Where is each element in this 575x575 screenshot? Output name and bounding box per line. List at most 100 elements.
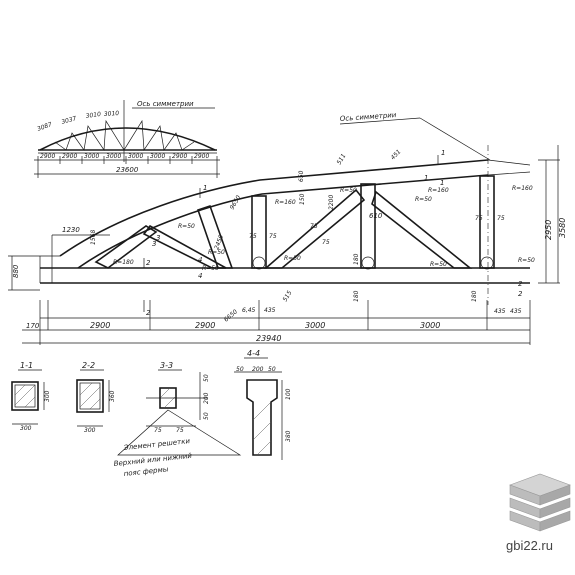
section-1-1-h: 300 [44, 390, 51, 402]
label-r180: R=180 [113, 259, 134, 266]
section-3-3-d3: 50 [203, 412, 210, 420]
label-6650: 6650 [223, 308, 239, 323]
mark-1a: 1 [203, 184, 207, 192]
mark-1d: 1 [424, 174, 428, 182]
main-height-mid: 2950 [544, 220, 553, 240]
section-3-3-note2: Верхний или нижний [113, 452, 192, 468]
section-2-2-h: 360 [109, 390, 116, 402]
brand-logo-icon [509, 473, 571, 532]
mini-dim-1: 2900 [40, 153, 55, 160]
label-150: 150 [299, 193, 306, 205]
section-markers: 1 1 2 2 1 1 2 2 4 4 3 3 [143, 149, 523, 317]
section-3-3-title: 3-3 [160, 361, 173, 370]
section-4-4-t1: 50 [236, 366, 244, 373]
label-1568: 1568 [90, 230, 97, 245]
main-dim-3: 3000 [305, 321, 325, 330]
label-r50h: R=50 [518, 257, 535, 264]
label-515: 515 [282, 289, 294, 303]
brand-site[interactable]: gbi22.ru [506, 538, 553, 553]
label-180c: 180 [471, 290, 478, 302]
mark-3b: 3 [152, 240, 156, 248]
mini-top-dim-4: 3010 [104, 110, 120, 118]
main-height-end: 880 [12, 264, 20, 278]
section-3-3-note3: пояс фермы [123, 465, 169, 478]
label-511: 511 [336, 153, 348, 166]
label-435: 435 [264, 307, 276, 314]
mini-top-dim-1: 3087 [36, 121, 53, 133]
mini-top-dim-2: 3037 [61, 115, 78, 126]
section-4-4-s2: 380 [285, 430, 292, 442]
section-3-3-d4: 75 [154, 427, 162, 434]
section-3-3-d2: 200 [203, 392, 210, 404]
main-height-left: 1230 [62, 226, 80, 234]
mark-4b: 4 [198, 272, 202, 280]
label-r50f: R=50 [284, 255, 301, 262]
label-75c: 75 [475, 215, 483, 222]
section-4-4-t2: 200 [252, 366, 264, 373]
label-r160c: R=160 [275, 199, 296, 206]
mini-dim-2: 2900 [62, 153, 77, 160]
main-truss: Ось симметрии [8, 111, 567, 345]
mark-2d: 2 [518, 290, 523, 298]
label-75e: 75 [310, 223, 318, 230]
label-650: 650 [298, 170, 305, 182]
mark-2b: 2 [146, 309, 151, 317]
label-r50d: R=50 [208, 249, 225, 256]
label-451: 451 [389, 148, 402, 161]
label-2200: 2200 [328, 195, 335, 210]
mini-dim-3: 3000 [84, 153, 99, 160]
mini-dim-4: 3000 [106, 153, 121, 160]
mini-total: 23600 [116, 166, 139, 174]
label-r50c: R=50 [178, 223, 195, 230]
section-3-3-d5: 75 [176, 427, 184, 434]
main-height-total: 3580 [558, 218, 567, 238]
label-r160b: R=160 [428, 187, 449, 194]
label-180a: 180 [353, 253, 360, 265]
section-4-4-title: 4-4 [247, 349, 260, 358]
main-dim-2: 2900 [195, 321, 215, 330]
main-right-dim-1: 435 [494, 308, 506, 315]
main-left-dim: 170 [26, 322, 40, 330]
label-75b: 75 [269, 233, 277, 240]
label-610: 610 [369, 212, 383, 220]
mini-dim-8: 2900 [194, 153, 209, 160]
label-645: 6,45 [242, 307, 256, 314]
mini-truss: Ось симметрии 3087 3037 3010 3010 2900 2… [34, 100, 220, 178]
section-2-2-title: 2-2 [82, 361, 95, 370]
mini-dim-7: 2900 [172, 153, 187, 160]
section-1-1-title: 1-1 [20, 361, 33, 370]
main-axis-label: Ось симметрии [340, 111, 397, 123]
label-180b: 180 [353, 290, 360, 302]
mark-1b: 1 [441, 149, 445, 157]
mark-3a: 3 [156, 234, 160, 242]
main-dim-4: 3000 [420, 321, 440, 330]
section-3-3: 3-3 50 200 50 75 75 Элемент решетки Верх… [113, 361, 242, 478]
label-9650: 9650 [229, 194, 243, 211]
main-dim-1: 2900 [90, 321, 110, 330]
label-r50b: R=50 [415, 196, 432, 203]
section-2-2-w: 300 [84, 427, 96, 434]
label-75f: 75 [322, 239, 330, 246]
label-75d: 75 [497, 215, 505, 222]
main-right-dim-2: 435 [510, 308, 522, 315]
mini-axis-label: Ось симметрии [137, 100, 194, 108]
label-75a: 75 [249, 233, 257, 240]
section-3-3-d1: 50 [203, 374, 210, 382]
section-3-3-note1: Элемент решетки [122, 437, 190, 452]
label-r50e: R=50 [202, 265, 219, 272]
label-r50a: R=50 [340, 187, 357, 194]
label-2450: 2450 [213, 234, 225, 251]
mini-dim-5: 3000 [128, 153, 143, 160]
main-total: 23940 [256, 334, 281, 343]
section-1-1-w: 300 [20, 425, 32, 432]
section-4-4-t3: 50 [268, 366, 276, 373]
mini-dim-6: 3000 [150, 153, 165, 160]
mark-1c: 1 [440, 179, 444, 187]
section-1-1: 1-1 300 300 [11, 361, 51, 432]
section-4-4-s1: 100 [285, 388, 292, 400]
mark-2a: 2 [146, 259, 151, 267]
section-2-2: 2-2 360 300 [76, 361, 116, 434]
mark-4a: 4 [198, 256, 202, 264]
mini-top-dim-3: 3010 [85, 111, 101, 120]
